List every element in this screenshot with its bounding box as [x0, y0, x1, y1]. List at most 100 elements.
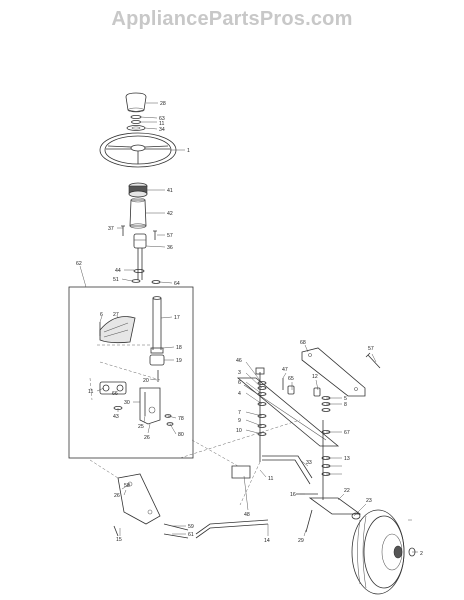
label-68: 68: [300, 340, 306, 346]
label-44: 44: [115, 268, 121, 274]
label-20: 20: [143, 378, 149, 384]
sector-to-wheel-lines: [89, 344, 161, 401]
steering-shaft-upper[interactable]: [137, 248, 143, 280]
steering-wheel[interactable]: [99, 132, 177, 168]
pinion-gear-19[interactable]: [149, 354, 165, 366]
bolt-57-right[interactable]: [365, 352, 381, 369]
label-17: 17: [174, 315, 180, 321]
steering-cap[interactable]: [125, 92, 147, 113]
label-11c: 11: [268, 476, 273, 482]
washer-80[interactable]: [166, 422, 174, 426]
label-27: 27: [113, 312, 119, 318]
label-63: 63: [159, 116, 165, 122]
bolt-57[interactable]: [153, 230, 157, 240]
label-13: 13: [344, 456, 350, 462]
label-11: 11: [159, 121, 164, 127]
label-9: 9: [238, 418, 241, 424]
label-34: 34: [159, 127, 165, 133]
label-46: 46: [236, 358, 242, 364]
label-14: 14: [264, 538, 270, 544]
label-66: 66: [112, 391, 118, 397]
label-6b: 6: [238, 380, 241, 386]
label-65: 65: [288, 376, 294, 382]
washer-78[interactable]: [164, 414, 172, 418]
label-43: 43: [113, 414, 119, 420]
bolt-37[interactable]: [121, 225, 125, 236]
bushing-65[interactable]: [287, 385, 295, 395]
label-11b: 11: [88, 389, 93, 395]
end-bracket-22[interactable]: [308, 497, 362, 515]
steering-bellow-42[interactable]: [129, 197, 147, 229]
bolt-59[interactable]: [163, 523, 189, 531]
label-23: 23: [366, 498, 372, 504]
bushing-12[interactable]: [313, 387, 321, 397]
label-48: 48: [244, 512, 250, 518]
bracket-26[interactable]: [139, 387, 161, 425]
nut-11[interactable]: [131, 120, 141, 125]
label-26b: 26: [114, 493, 120, 499]
part-labels: 28 63 11 34 1 41 42 37 57 36 44 51 64 62…: [76, 101, 423, 557]
sector-gear-27[interactable]: [99, 316, 136, 344]
label-5: 5: [344, 396, 347, 402]
sector-box-62: [68, 286, 194, 459]
insert-34[interactable]: [126, 125, 146, 131]
bolt-61[interactable]: [163, 533, 189, 539]
label-1: 1: [187, 148, 190, 154]
label-4: 4: [238, 391, 241, 397]
label-16: 16: [290, 492, 296, 498]
label-51: 51: [113, 277, 119, 283]
label-28: 28: [160, 101, 166, 107]
steering-bracket-58[interactable]: [117, 473, 161, 525]
label-33: 33: [306, 460, 312, 466]
link-29[interactable]: [305, 509, 313, 533]
bushing-18[interactable]: [150, 347, 164, 354]
adapter-36[interactable]: [133, 233, 147, 249]
label-29: 29: [298, 538, 304, 544]
spindle-bracket-48[interactable]: [231, 465, 251, 479]
label-58: 58: [124, 483, 130, 489]
assembly-reference-lines: [89, 419, 301, 506]
mounting-plate-68[interactable]: [301, 347, 366, 397]
label-26: 26: [144, 435, 150, 441]
label-41: 41: [167, 188, 173, 194]
spacer-stack-left[interactable]: [257, 381, 267, 436]
washer-63[interactable]: [130, 115, 142, 120]
label-7: 7: [238, 410, 241, 416]
bushing-64[interactable]: [151, 280, 161, 284]
label-30: 30: [124, 400, 130, 406]
label-64: 64: [174, 281, 180, 287]
hub-washer-23[interactable]: [351, 512, 361, 520]
label-18: 18: [176, 345, 182, 351]
label-78: 78: [178, 416, 184, 422]
label-2: 2: [420, 551, 423, 557]
front-wheel[interactable]: [351, 509, 405, 595]
label-15: 15: [116, 537, 122, 543]
label-10: 10: [236, 428, 242, 434]
drag-link-14[interactable]: [195, 519, 269, 539]
label-57: 57: [167, 233, 173, 239]
watermark: AppliancePartsPros.com: [111, 8, 353, 30]
bolt-15[interactable]: [113, 525, 119, 537]
label-57b: 57: [368, 346, 374, 352]
label-12: 12: [312, 374, 318, 380]
label-19: 19: [176, 358, 182, 364]
label-8: 8: [344, 402, 347, 408]
label-67: 67: [344, 430, 350, 436]
gear-41[interactable]: [128, 182, 148, 198]
washer-44[interactable]: [133, 268, 145, 273]
label-36: 36: [167, 245, 173, 251]
label-25: 25: [138, 424, 144, 430]
label-37: 37: [108, 226, 114, 232]
label-59: 59: [188, 524, 194, 530]
nut-51[interactable]: [131, 279, 141, 283]
label-22: 22: [344, 488, 350, 494]
label-6: 6: [100, 312, 103, 318]
leader-lines: [79, 102, 418, 553]
sector-lever-66[interactable]: [99, 381, 127, 395]
label-3: 3: [238, 370, 241, 376]
steering-shaft-17[interactable]: [152, 296, 162, 350]
tie-rod-33[interactable]: [262, 455, 313, 485]
label-47: 47: [282, 367, 288, 373]
label-80: 80: [178, 432, 184, 438]
